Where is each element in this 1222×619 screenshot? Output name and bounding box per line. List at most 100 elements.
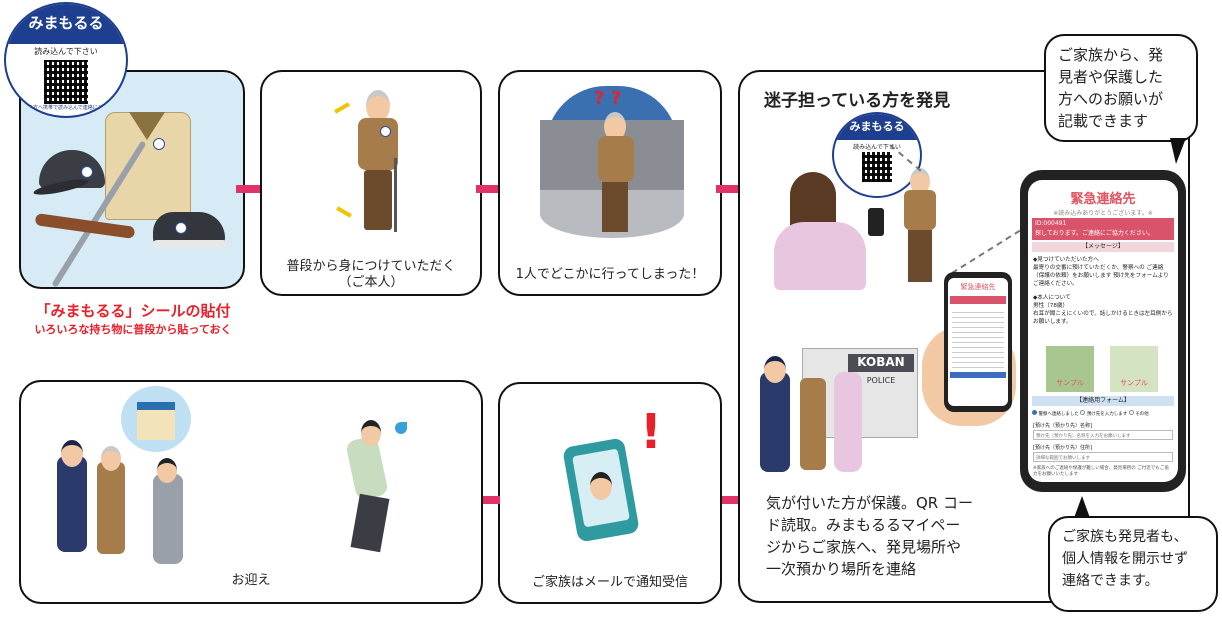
bubble-top-tail <box>1170 138 1186 164</box>
step4-sticker-band <box>834 114 920 140</box>
step4-description-line2: ド読取。みまもるるマイペー <box>766 516 961 534</box>
elderly-sticker <box>380 126 391 137</box>
phone-photo-1-label: サンプル <box>1056 379 1084 387</box>
step4-description-line1: 気が付いた方が保護。QR コー <box>766 494 973 512</box>
bubble-top-line3: 方へのお願いが <box>1058 90 1164 108</box>
small-phone-screen: 緊急連絡先 <box>948 278 1008 406</box>
step1-subtitle: いろいろな持ち物に普段から貼っておく <box>34 323 232 336</box>
sticker-brand: みまもるる <box>28 14 104 32</box>
step3-panel: ? ? 1人でどこかに行ってしまった！ <box>498 70 722 296</box>
phone-field2-label: [預け先（預かり先）住所] <box>1033 445 1092 451</box>
bubble-top-line2: 見者や保護した <box>1058 68 1164 86</box>
elderly-body <box>358 118 398 170</box>
step4-sticker: みまもるる 読み込んで下さい <box>832 112 922 198</box>
phone-finder-title: ◆見つけていただいた方へ <box>1033 257 1099 263</box>
bubble-bottom-line2: 個人情報を開示せず <box>1062 551 1188 567</box>
small-phone-banner <box>950 296 1006 304</box>
phone-photo-1 <box>1046 346 1094 392</box>
running-man-legs <box>350 493 390 553</box>
step2-caption-line2: （ご本人） <box>338 275 404 290</box>
sweat-drops <box>395 422 407 434</box>
phone-field2-input[interactable] <box>1033 452 1173 462</box>
koban-sign <box>848 354 914 372</box>
step3-caption: 1人でどこかに行ってしまった！ <box>515 267 705 282</box>
sticker-ring-text: 発見者様の方へ携帯で読み込んで連絡にご協力ください <box>8 105 124 111</box>
highlight-mark-top <box>334 102 350 114</box>
finder-body <box>774 222 866 290</box>
woman-at-koban <box>834 372 862 472</box>
sticker-read-prompt: 読み込んで下さい <box>34 47 98 56</box>
phone-person-title: ◆本人について <box>1033 295 1071 301</box>
found-person-head <box>910 168 930 195</box>
running-man-head <box>361 420 381 446</box>
bubble-bottom: ご家族も発見者も、 個人情報を開示せず 連絡できます。 <box>1048 516 1218 612</box>
elderly-legs <box>364 170 392 230</box>
sweater-neck <box>129 112 165 140</box>
koban-sign-text: KOBAN <box>857 355 905 369</box>
elderly-head <box>366 90 390 122</box>
step6-panel: お迎え <box>19 380 483 604</box>
house-icon <box>137 402 175 440</box>
step4-description-line3: ジからご家族へ、発見場所や <box>766 538 962 556</box>
phone-header: 緊急連絡先 <box>1070 192 1136 207</box>
emergency-phone-screen: 緊急連絡先 ※読み込みありがとうございます。※ ID:000491 探しておりま… <box>1028 180 1178 482</box>
small-phone-blue-bar <box>950 372 1006 378</box>
radio-location-label: 預け先を入力します <box>1086 412 1128 417</box>
bubble-bottom-tail <box>1074 496 1090 518</box>
small-phone: 緊急連絡先 <box>944 272 1012 412</box>
step4-sticker-qr <box>862 152 892 182</box>
police-officer-2-head <box>61 440 83 467</box>
radio-other-icon[interactable] <box>1128 410 1134 415</box>
phone-photo-2-label: サンプル <box>1120 379 1148 387</box>
sticker-on-sweater <box>153 138 165 150</box>
step4-sticker-read-prompt: 読み込んで下さい <box>853 144 901 151</box>
elderly-pickup <box>97 462 125 554</box>
family-member <box>153 474 183 564</box>
step2-caption-line1: 普段から身につけていただく <box>286 259 456 274</box>
phone-banner-text: 探しております。ご連絡にご協力ください。 <box>1035 230 1154 237</box>
sticker-on-cap <box>81 166 93 178</box>
mimamoruru-sticker: みまもるる 読み込んで下さい 発見者様の方へ携帯で読み込んで連絡にご協力ください <box>4 2 128 118</box>
step2-panel: 普段から身につけていただく （ご本人） <box>260 70 482 296</box>
elderly-pickup-head <box>101 446 121 471</box>
step4-sticker-brand: みまもるる <box>849 120 905 133</box>
dashed-connector-2 <box>951 229 1021 274</box>
question-marks: ? ? <box>594 88 622 109</box>
alert-mark: ! <box>640 404 662 460</box>
phone-message-body: ◆見つけていただいた方へ 最寄りの交番に預けていただくか、警察への ご連絡（保護… <box>1033 256 1173 326</box>
elderly-at-koban <box>800 378 826 470</box>
step4-description-line4: 一次預かり場所を連絡 <box>766 560 917 578</box>
phone-thanks: ※読み込みありがとうございます。※ <box>1053 210 1153 217</box>
phone-radio-row: 警察へ連絡しました 預け先を入力します その他 <box>1032 410 1174 419</box>
phone-message-header: 【メッセージ】 <box>1032 242 1174 252</box>
family-member-head <box>157 458 177 483</box>
phone-field1-label: [預け先（預かり先）名称] <box>1033 423 1092 429</box>
bubble-bottom-line3: 連絡できます。 <box>1062 573 1159 589</box>
phone-id: ID:000491 <box>1035 220 1067 227</box>
phone-banner: ID:000491 探しております。ご連絡にご協力ください。 <box>1032 218 1174 240</box>
step5-caption: ご家族はメールで通知受信 <box>531 575 688 590</box>
shoe-sole <box>153 240 227 248</box>
phone-field1-input[interactable] <box>1033 430 1173 440</box>
police-officer <box>760 372 790 472</box>
step6-caption: お迎え <box>231 573 271 588</box>
bubble-top: ご家族から、発 見者や保護した 方へのお願いが 記載できます <box>1044 34 1198 142</box>
found-person-body <box>904 190 936 230</box>
cane-small <box>394 158 397 232</box>
notify-avatar <box>590 472 612 500</box>
highlight-mark-bottom <box>336 206 352 218</box>
bubble-top-line1: ご家族から、発 <box>1058 46 1164 64</box>
step1-title: 「みまもるる」シールの貼付 <box>35 302 231 320</box>
found-person-legs <box>908 230 932 282</box>
radio-police-label: 警察へ連絡しました <box>1038 412 1079 417</box>
radio-police-icon[interactable] <box>1032 410 1037 415</box>
phone-form-header: 【連絡用フォーム】 <box>1032 396 1174 406</box>
step4-panel: 迷子担っている方を発見 みまもるる 読み込んで下さい KOBAN POLICE … <box>738 70 1190 603</box>
sticker-top-band <box>6 4 126 44</box>
radio-location-icon[interactable] <box>1080 410 1086 415</box>
lost-person-legs <box>602 182 628 232</box>
step4-description: 気が付いた方が保護。QR コー ド読取。みまもるるマイペー ジからご家族へ、発見… <box>766 492 1066 580</box>
bubble-bottom-line1: ご家族も発見者も、 <box>1062 529 1188 545</box>
small-phone-lines <box>952 308 1004 368</box>
phone-person-text: 右耳が聞こえにくいので、話しかけるときは左耳側からお願いします。 <box>1033 311 1173 325</box>
